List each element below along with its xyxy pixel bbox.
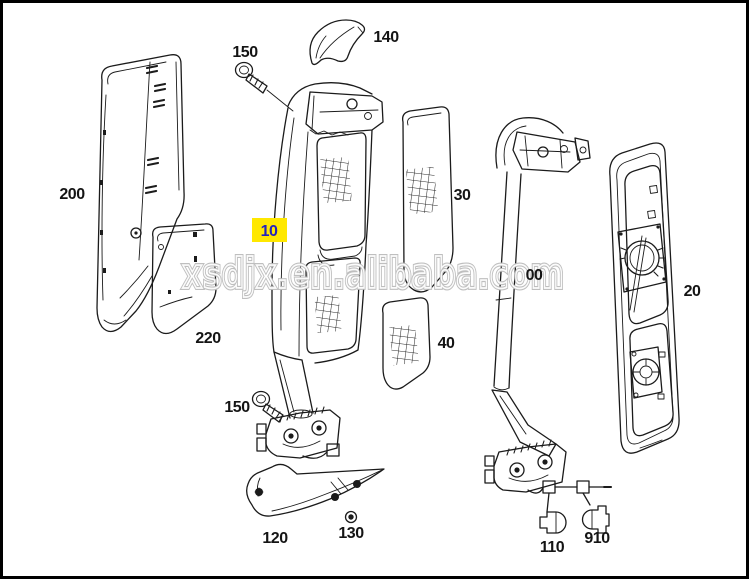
panel-clips: [144, 64, 167, 195]
label-10-highlighted: 10: [252, 218, 287, 242]
pivot-bracket-right: [484, 439, 613, 534]
hatch-grid-glass30: [405, 166, 439, 215]
label-120: 120: [262, 530, 288, 547]
part-40-wide-glass: [382, 297, 431, 390]
pivot-bracket-left: [256, 406, 341, 459]
screw-150-bottom: [251, 390, 284, 423]
wire-terminal-square: [326, 443, 340, 457]
label-30: 30: [454, 187, 471, 204]
label-150-top: 150: [232, 44, 258, 61]
label-140: 140: [373, 29, 399, 46]
watermark: xsdjx.en.alibaba.com xsdjx.en.alibaba.co…: [180, 247, 566, 300]
watermark-inner-text: xsdjx.en.alibaba.com: [182, 249, 564, 298]
label-10-highlight-box: [252, 218, 287, 242]
screw-150-top: [234, 61, 294, 112]
label-110: 110: [540, 539, 565, 556]
connector-110-icon: [539, 511, 567, 534]
part-120-lower-cover: [246, 463, 385, 517]
label-20: 20: [684, 283, 701, 300]
label-150-bottom: 150: [224, 399, 250, 416]
cover-screws: [254, 480, 361, 501]
label-200: 200: [59, 186, 85, 203]
label-220: 220: [195, 330, 221, 347]
part-30-mirror-glass: [402, 106, 454, 293]
screw-130: [344, 510, 358, 524]
hatch-grid-glass40: [389, 324, 419, 366]
watermark-outline-text: xsdjx.en.alibaba.com: [182, 249, 564, 298]
label-40: 40: [438, 335, 455, 352]
part-140-cap: [309, 19, 366, 66]
connector-910-icon: [581, 505, 610, 534]
part-200-back-panel: [96, 54, 185, 333]
hatch-grid-lower: [314, 295, 342, 333]
label-10: 10: [261, 223, 278, 240]
hatch-grid-upper: [320, 156, 352, 204]
wire-square-2: [576, 480, 590, 494]
part-labels: 200 150 140 30 00 20 220 150 40 120 130 …: [59, 29, 701, 556]
part-20-housing-frame: [609, 142, 680, 454]
label-910: 910: [584, 530, 610, 547]
part-220-cover: [151, 223, 217, 335]
label-130: 130: [338, 525, 364, 542]
label-00: 00: [526, 267, 543, 284]
